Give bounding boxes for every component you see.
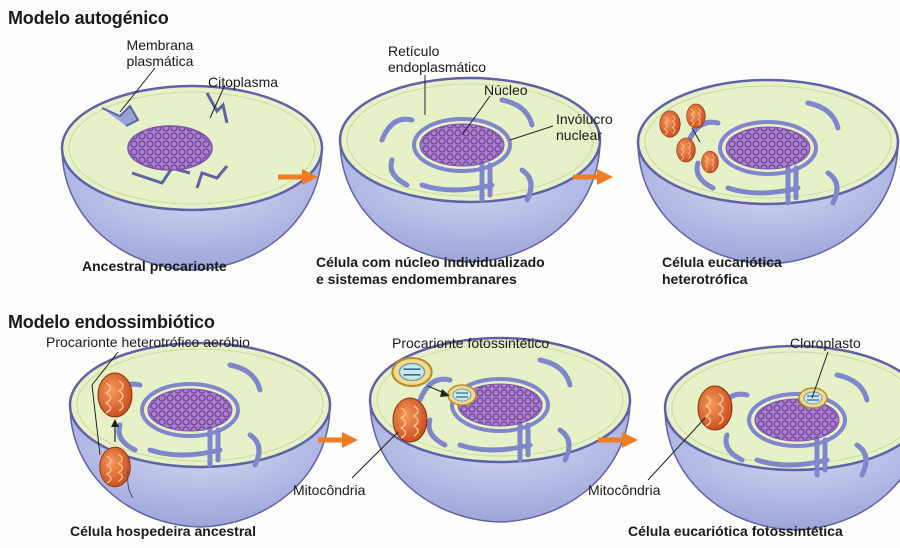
label-mitochondria-1: Mitocôndria: [293, 482, 366, 498]
heading-autogenic-model: Modelo autogénico: [8, 8, 169, 28]
caption-heterotrophic-eukaryote: Célula eucariótica heterotrófica: [662, 254, 782, 287]
uptake-arrow: [427, 385, 450, 397]
photosynthetic-prokaryote: [391, 356, 433, 388]
caption-photosynthetic-eukaryote: Célula eucariótica fotossintética: [628, 523, 843, 539]
heterotrophic-eukaryote-cell: [636, 78, 900, 266]
label-photosynthetic-prokaryote: Procarionte fotossintético: [392, 335, 550, 351]
caption-host-cell: Célula hospedeira ancestral: [70, 523, 256, 539]
heading-endosymbiotic-model: Modelo endossimbiótico: [8, 312, 215, 332]
label-nucleus: Núcleo: [484, 82, 528, 98]
photosynthetic-prokaryote-small: [447, 384, 477, 406]
prokaryote-cell: [60, 84, 324, 272]
label-cytoplasm: Citoplasma: [208, 74, 279, 90]
label-endoplasmic-reticulum: Retículo endoplasmático: [388, 43, 487, 75]
leader-lines-row1: [119, 67, 701, 143]
leader-lines-row2: [91, 351, 829, 481]
photosynthetic-eukaryote-cell: [663, 344, 900, 532]
label-chloroplast: Cloroplasto: [790, 335, 861, 351]
caption-ancestral-prokaryote: Ancestral procarionte: [82, 258, 227, 274]
label-plasma-membrane: Membrana plasmática: [126, 37, 194, 69]
label-mitochondria-2: Mitocôndria: [588, 482, 661, 498]
label-aerobic-prokaryote: Procarionte heterotrófico aeróbio: [46, 334, 250, 350]
engulf-arrow: [111, 419, 134, 499]
caption-nucleated-cell: Célula com núcleo individualizado e sist…: [316, 254, 545, 287]
label-nuclear-envelope: Invólucro nuclear: [556, 111, 613, 143]
nucleated-cell: [338, 76, 602, 264]
host-cell: [68, 341, 332, 529]
